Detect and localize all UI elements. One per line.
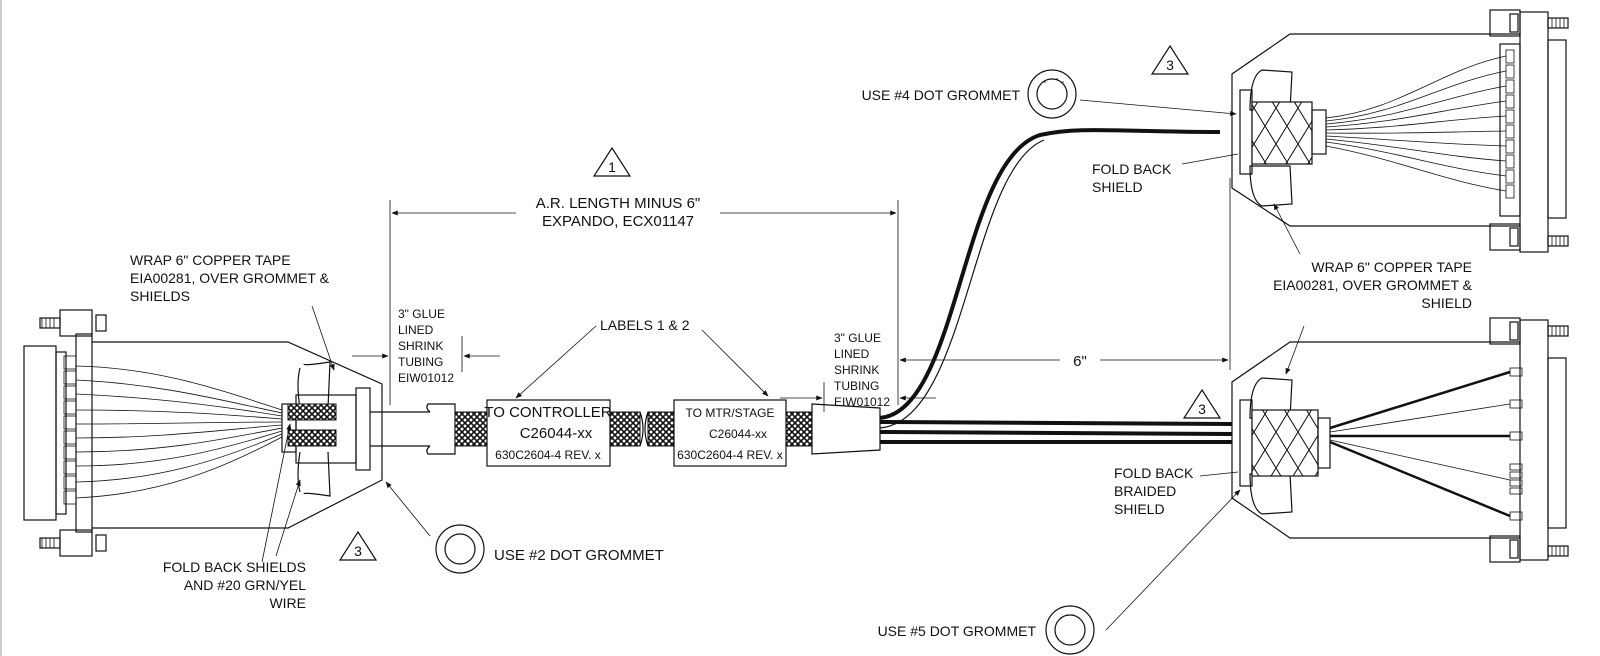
note-wrap-left: WRAP 6" COPPER TAPE EIA00281, OVER GROMM… [130, 252, 330, 304]
svg-text:SHIELD: SHIELD [1092, 179, 1143, 195]
dimension-glue-right [780, 382, 936, 412]
note-length: A.R. LENGTH MINUS 6" EXPANDO, ECX01147 [536, 195, 701, 230]
svg-text:EIW01012: EIW01012 [398, 371, 454, 385]
label-2-line2: C26044-xx [709, 427, 767, 441]
grommet-2-symbol [435, 524, 485, 574]
upper-right-connector [1231, 9, 1569, 253]
svg-text:1: 1 [608, 159, 616, 175]
svg-text:FOLD BACK: FOLD BACK [1114, 465, 1194, 481]
dimension-six-inch [899, 178, 1231, 370]
label-2-line3: 630C2604-4 REV. x [677, 448, 783, 462]
svg-text:AND #20 GRN/YEL: AND #20 GRN/YEL [184, 577, 306, 593]
note-wrap-right: WRAP 6" COPPER TAPE EIA00281, OVER GROMM… [1273, 259, 1473, 311]
note-labels: LABELS 1 & 2 [600, 317, 690, 333]
svg-text:3: 3 [1166, 57, 1174, 73]
label-2-box: TO MTR/STAGE C26044-xx 630C2604-4 REV. x [673, 399, 787, 467]
svg-text:SHIELD: SHIELD [1114, 501, 1165, 517]
left-grommet-assembly [281, 361, 371, 497]
callout-triangle-3-top: 3 [1150, 44, 1190, 75]
svg-text:SHRINK: SHRINK [834, 363, 879, 377]
svg-text:SHIELDS: SHIELDS [130, 288, 190, 304]
note-fold-top: FOLD BACK SHIELD [1092, 161, 1172, 195]
note-glue-right: 3" GLUE LINED SHRINK TUBING EIW01012 [834, 331, 890, 409]
dimension-length [389, 200, 899, 405]
label-1-line3: 630C2604-4 REV. x [495, 448, 601, 462]
svg-text:LINED: LINED [834, 347, 870, 361]
callout-triangle-1: 1 [592, 146, 632, 177]
note-glue-left: 3" GLUE LINED SHRINK TUBING EIW01012 [398, 307, 454, 385]
note-use5: USE #5 DOT GROMMET [878, 623, 1037, 639]
svg-text:WRAP 6" COPPER TAPE: WRAP 6" COPPER TAPE [130, 252, 291, 268]
grommet-5-symbol [1045, 605, 1095, 655]
svg-text:WIRE: WIRE [269, 595, 306, 611]
main-cable [370, 128, 1233, 455]
svg-text:LINED: LINED [398, 323, 434, 337]
note-six-inch: 6" [1073, 353, 1087, 370]
svg-text:FOLD BACK: FOLD BACK [1092, 161, 1172, 177]
label-2-line1: TO MTR/STAGE [686, 406, 775, 420]
svg-text:3: 3 [1198, 401, 1206, 417]
svg-text:3" GLUE: 3" GLUE [398, 307, 445, 321]
svg-text:EIW01012: EIW01012 [834, 395, 890, 409]
length-line1: A.R. LENGTH MINUS 6" [536, 195, 701, 212]
svg-text:TUBING: TUBING [398, 355, 443, 369]
svg-text:3" GLUE: 3" GLUE [834, 331, 881, 345]
label-1-line1: TO CONTROLLER [484, 404, 611, 421]
note-fold-left: FOLD BACK SHIELDS AND #20 GRN/YEL WIRE [163, 559, 306, 611]
length-line2: EXPANDO, ECX01147 [542, 213, 694, 230]
svg-text:3: 3 [354, 543, 362, 559]
svg-text:EIA00281, OVER GROMMET &: EIA00281, OVER GROMMET & [130, 270, 330, 286]
dimension-glue-left [352, 336, 500, 372]
note-use2: USE #2 DOT GROMMET [494, 547, 664, 564]
callout-triangle-3-left: 3 [338, 530, 378, 561]
svg-text:WRAP 6" COPPER TAPE: WRAP 6" COPPER TAPE [1311, 259, 1472, 275]
svg-text:FOLD BACK SHIELDS: FOLD BACK SHIELDS [163, 559, 306, 575]
note-fold-bottom: FOLD BACK BRAIDED SHIELD [1114, 465, 1194, 517]
svg-text:EIA00281, OVER GROMMET &: EIA00281, OVER GROMMET & [1273, 277, 1473, 293]
leaders [261, 99, 1305, 631]
lower-right-connector [1231, 317, 1569, 563]
svg-text:SHIELD: SHIELD [1421, 295, 1472, 311]
left-connector [23, 309, 383, 557]
svg-text:BRAIDED: BRAIDED [1114, 483, 1176, 499]
label-1-line2: C26044-xx [520, 425, 593, 442]
callout-triangle-3-bottom: 3 [1182, 388, 1222, 419]
svg-text:TUBING: TUBING [834, 379, 879, 393]
note-use4: USE #4 DOT GROMMET [862, 87, 1021, 103]
grommet-4-symbol [1027, 69, 1077, 119]
left-wires [75, 365, 283, 499]
svg-text:SHRINK: SHRINK [398, 339, 443, 353]
label-1-box: TO CONTROLLER C26044-xx 630C2604-4 REV. … [484, 399, 612, 467]
